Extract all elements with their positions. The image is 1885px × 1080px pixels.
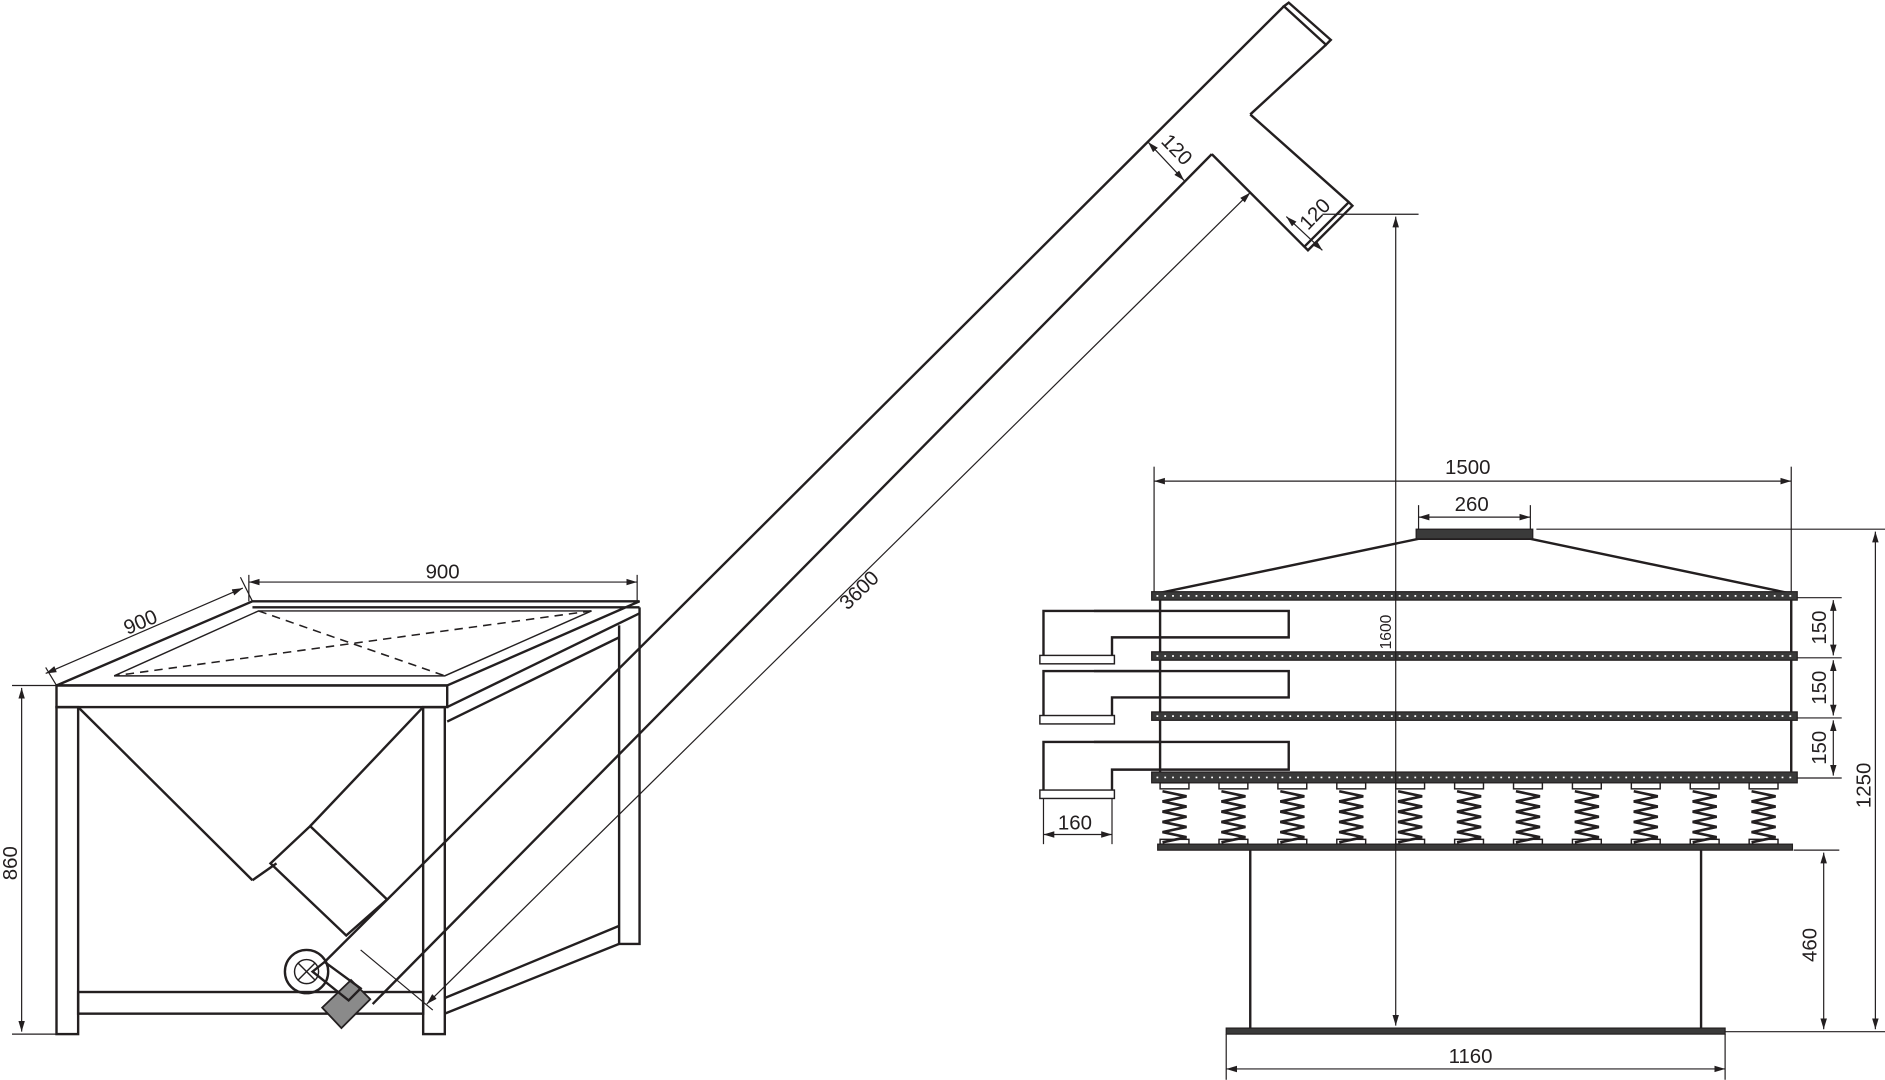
- dimension-outlet-diameter: 120: [1285, 195, 1419, 251]
- deck-height-label: 150: [1809, 671, 1831, 705]
- outlet-spout: [1039, 740, 1290, 800]
- spring: [1571, 782, 1603, 845]
- dimension-stand-height: 460: [1793, 849, 1840, 1030]
- deck-height-label: 150: [1809, 611, 1831, 645]
- spring: [1336, 782, 1367, 845]
- dimension-hopper-depth: 900: [45, 576, 253, 686]
- base-width-label: 1160: [1449, 1046, 1493, 1068]
- dimension-outlet-width: 160: [1042, 798, 1113, 845]
- dimension-deck-heights: 150 150 150: [1797, 597, 1842, 779]
- dimension-inlet: 260: [1417, 494, 1531, 530]
- dimension-sieve-diameter: 1500: [1153, 457, 1792, 592]
- spring: [1218, 782, 1249, 845]
- feed-height-label: 1600: [1378, 614, 1395, 649]
- deck-height-label: 150: [1809, 731, 1831, 765]
- dimension-tube-diameter: 120: [1147, 130, 1196, 181]
- clamp-ring: [1151, 651, 1798, 661]
- spring: [1748, 782, 1779, 845]
- hopper-height-label: 860: [0, 846, 22, 880]
- springs: [1159, 782, 1779, 845]
- outlet-spout: [1039, 609, 1290, 665]
- tube-diameter-label: 120: [1156, 130, 1195, 170]
- clamp-ring: [1151, 771, 1798, 784]
- hopper-funnel: [77, 706, 425, 938]
- sieve-base: [1157, 843, 1794, 1035]
- spring: [1277, 782, 1308, 845]
- dimension-hopper-height: 860: [0, 684, 57, 1035]
- dimension-total-height: 1250: [1536, 528, 1885, 1033]
- sieve-body: [1151, 591, 1798, 784]
- clamp-ring: [1151, 591, 1798, 601]
- inlet-label: 260: [1455, 494, 1489, 516]
- dimension-base-width: 1160: [1225, 1034, 1726, 1080]
- spring: [1394, 782, 1426, 845]
- motor: [283, 948, 372, 1030]
- dimension-hopper-width: 900: [248, 561, 638, 602]
- spring: [1630, 782, 1661, 845]
- conveyor-length-label: 3600: [836, 567, 884, 614]
- spring: [1453, 782, 1485, 845]
- sieve-diameter-label: 1500: [1445, 457, 1490, 479]
- hopper-depth-label: 900: [121, 606, 161, 640]
- hopper-frame: [55, 600, 641, 1036]
- spring: [1689, 782, 1720, 845]
- spring: [1512, 782, 1544, 845]
- conveyor-tube: [323, 1, 1355, 1005]
- sieve-outlets: [1039, 609, 1290, 800]
- dimension-feed-height: 1600: [1378, 216, 1399, 1026]
- outlet-spout: [1039, 669, 1290, 725]
- hopper-width-label: 900: [426, 561, 460, 583]
- sieve-lid: [1153, 528, 1794, 596]
- spring: [1159, 782, 1190, 845]
- total-height-label: 1250: [1854, 763, 1876, 808]
- stand-height-label: 460: [1799, 928, 1821, 962]
- clamp-ring: [1151, 711, 1798, 721]
- outlet-width-label: 160: [1058, 813, 1092, 835]
